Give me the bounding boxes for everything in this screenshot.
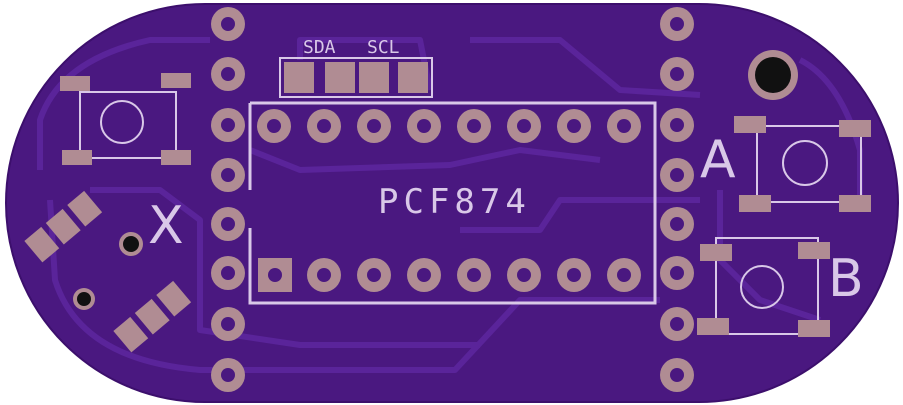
copper-traces: [37, 37, 863, 373]
smd-pads-lower: [113, 280, 192, 353]
chip-pins-top: [257, 109, 641, 143]
right-header-pads: [660, 7, 694, 392]
chip-label: PCF874: [378, 182, 531, 222]
button-b-label: B: [828, 249, 864, 309]
button-a-label: A: [700, 130, 736, 190]
scl-label: SCL: [367, 37, 400, 58]
left-header-pads: [211, 7, 245, 392]
jumper-pad-3: [359, 62, 389, 93]
chip-outline: [248, 101, 657, 305]
chip-pins-bottom: [258, 258, 641, 292]
button-x-label: X: [148, 196, 184, 256]
i2c-jumper-pads: [279, 57, 433, 98]
smd-pads-upper: [24, 190, 103, 263]
button-a-switch-icon: [734, 116, 871, 212]
sda-label: SDA: [303, 37, 336, 58]
button-b-switch-icon: [697, 237, 830, 337]
button-x-switch-icon: [60, 73, 191, 165]
jumper-pad-2: [325, 62, 355, 93]
jumper-pad-1: [284, 62, 314, 93]
pcb-outline: [5, 3, 899, 403]
jumper-pad-4: [398, 62, 428, 93]
